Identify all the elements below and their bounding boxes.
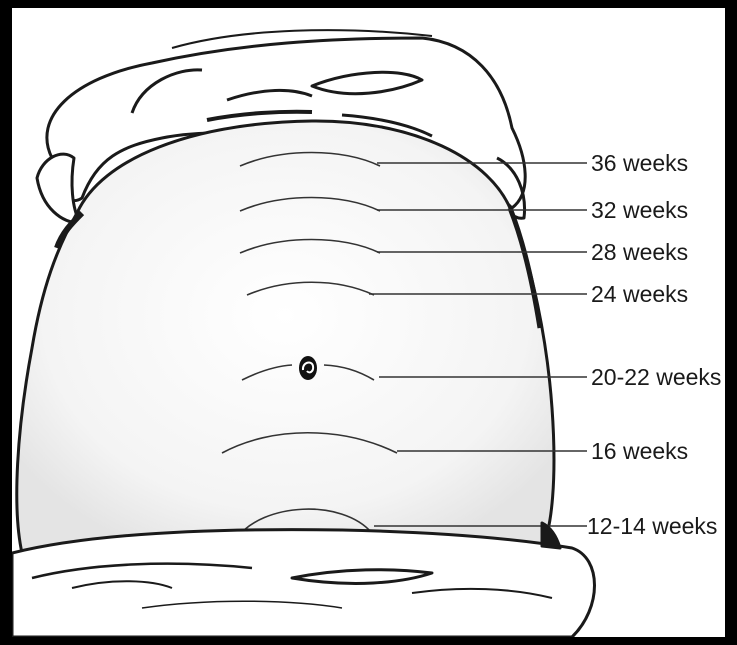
label-20-22-weeks: 20-22 weeks [591, 364, 721, 390]
label-28-weeks: 28 weeks [591, 239, 688, 265]
diagram-canvas: 36 weeks 32 weeks 28 weeks 24 weeks 20-2… [12, 8, 725, 637]
fundal-height-diagram: 36 weeks 32 weeks 28 weeks 24 weeks 20-2… [12, 8, 725, 637]
label-24-weeks: 24 weeks [591, 281, 688, 307]
week-labels: 36 weeks 32 weeks 28 weeks 24 weeks 20-2… [587, 150, 721, 539]
label-36-weeks: 36 weeks [591, 150, 688, 176]
lower-drape [12, 523, 595, 637]
label-32-weeks: 32 weeks [591, 197, 688, 223]
navel [299, 356, 317, 380]
label-16-weeks: 16 weeks [591, 438, 688, 464]
label-12-14-weeks: 12-14 weeks [587, 513, 717, 539]
abdomen [17, 121, 554, 553]
